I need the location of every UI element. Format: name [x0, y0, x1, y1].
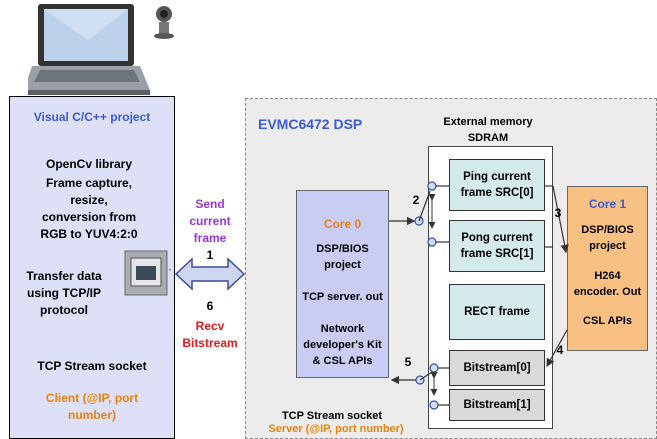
memory-title-line-2: SDRAM: [467, 132, 509, 144]
step-6-label: 6: [206, 299, 214, 313]
core-0-line-1: DSP/BIOS: [316, 243, 369, 255]
core-1-line-7: CSL APIs: [583, 315, 632, 327]
capture-line-3: conversion from: [41, 210, 137, 224]
pong-line-2: frame SRC[1]: [460, 248, 534, 260]
server-socket-label: TCP Stream socket: [281, 410, 383, 422]
client-panel: [9, 96, 175, 439]
ping-line-1: Ping current: [463, 171, 531, 183]
recv-line-1: Recv: [195, 319, 225, 333]
send-line-1: Send: [195, 197, 225, 211]
send-line-3: frame: [193, 231, 227, 245]
opencv-label: OpenCv library: [45, 157, 133, 171]
transfer-line-1: Transfer data: [26, 269, 102, 283]
core-0-title: Core 0: [323, 217, 362, 231]
client-addr-line-2: number): [68, 408, 116, 422]
pong-line-1: Pong current: [461, 232, 533, 244]
dotted-connector-left: ·: [168, 265, 172, 276]
capture-line-4: RGB to YUV4:2:0: [40, 227, 138, 241]
core-1-line-2: project: [589, 240, 626, 252]
ping-frame-buffer: Ping current frame SRC[0]: [449, 159, 545, 211]
bitstream-0-buffer: Bitstream[0]: [449, 350, 545, 386]
send-line-2: current: [189, 214, 231, 228]
server-addr-label: Server (@IP, port number): [268, 423, 404, 435]
dsp-title: EVMC6472 DSP: [258, 116, 363, 132]
core-0-box: [296, 190, 389, 378]
capture-line-1: Frame capture,: [45, 176, 133, 190]
step-3-label: 3: [554, 206, 562, 220]
core-1-line-1: DSP/BIOS: [581, 224, 634, 236]
core-1-line-5: encoder. Out: [573, 286, 642, 298]
bitstream-1-buffer: Bitstream[1]: [449, 389, 545, 421]
ping-line-2: frame SRC[0]: [460, 187, 534, 199]
step-2-label: 2: [412, 193, 420, 207]
core-1-title: Core 1: [588, 197, 627, 211]
core-1-box: [567, 186, 648, 351]
core-0-line-6: Network: [320, 323, 365, 335]
ethernet-port-icon: [124, 250, 168, 296]
step-5-label: 5: [404, 355, 412, 369]
laptop-icon: [28, 4, 174, 95]
step-4-label: 4: [556, 343, 564, 357]
core-0-line-4: TCP server. out: [302, 291, 383, 303]
recv-line-2: Bitstream: [182, 336, 238, 350]
step-1-label: 1: [206, 248, 214, 262]
capture-line-2: resize,: [70, 193, 108, 207]
core-0-line-8: & CSL APIs: [312, 355, 373, 367]
client-title: Visual C/C++ project: [33, 110, 151, 124]
memory-title-line-1: External memory: [443, 116, 533, 128]
core-1-line-4: H264: [594, 270, 621, 282]
client-addr-line-1: Client (@IP, port: [45, 391, 139, 405]
core-0-line-7: developer's Kit: [303, 339, 382, 351]
pong-frame-buffer: Pong current frame SRC[1]: [449, 220, 545, 272]
bidirectional-arrow: [174, 257, 246, 291]
client-socket-label: TCP Stream socket: [37, 359, 147, 373]
transfer-line-2: using TCP/IP: [26, 286, 101, 300]
core-0-line-2: project: [324, 259, 361, 271]
transfer-line-3: protocol: [40, 303, 88, 317]
rect-frame-buffer: RECT frame: [449, 284, 545, 340]
